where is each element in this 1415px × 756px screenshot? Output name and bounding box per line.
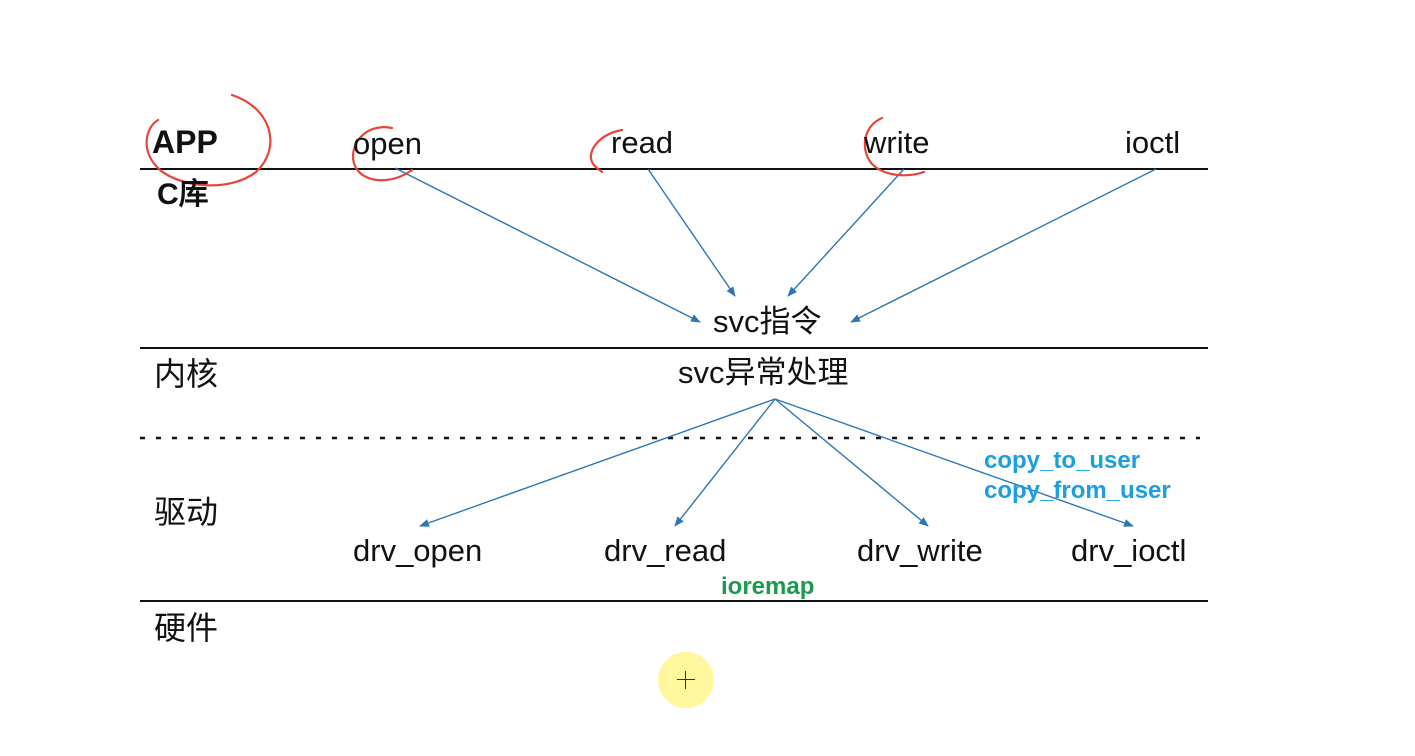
layer-label-clib: C库 — [157, 178, 209, 211]
arrow-svc-to-drv-ioctl — [774, 398, 1134, 527]
note-ioremap: ioremap — [721, 573, 815, 600]
crosshair-icon — [677, 679, 695, 680]
driver-func-ioctl: drv_ioctl — [1071, 533, 1187, 568]
arrow-svc-to-drv-open — [419, 398, 776, 527]
svc-instruction-label: svc指令 — [713, 304, 822, 339]
annotation-circle-app — [145, 93, 272, 187]
app-call-ioctl: ioctl — [1125, 125, 1181, 160]
arrow-ioctl-to-svc — [850, 168, 1157, 323]
annotation-arc-write — [863, 116, 926, 177]
driver-func-write: drv_write — [857, 533, 983, 568]
arrow-write-to-svc — [787, 168, 905, 297]
app-call-write: write — [864, 125, 930, 160]
arrow-svc-to-drv-read — [674, 398, 776, 527]
layer-label-kernel: 内核 — [154, 356, 219, 392]
arrow-open-to-svc — [394, 167, 701, 323]
app-call-read: read — [611, 125, 674, 160]
driver-func-read: drv_read — [604, 533, 727, 568]
annotation-arc-open — [351, 126, 414, 182]
cursor-highlight — [658, 652, 714, 708]
arrow-read-to-svc — [647, 168, 736, 297]
svc-exception-label: svc异常处理 — [678, 355, 849, 390]
arrow-svc-to-drv-write — [774, 398, 929, 527]
app-call-open: open — [353, 126, 422, 161]
layer-label-app: APP — [152, 124, 218, 160]
annotation-arc-read — [589, 128, 624, 174]
note-copy-from-user: copy_from_user — [984, 477, 1171, 504]
layer-label-driver: 驱动 — [154, 494, 219, 530]
layer-label-hardware: 硬件 — [154, 610, 219, 646]
note-copy-to-user: copy_to_user — [984, 447, 1141, 474]
driver-func-open: drv_open — [353, 533, 483, 568]
